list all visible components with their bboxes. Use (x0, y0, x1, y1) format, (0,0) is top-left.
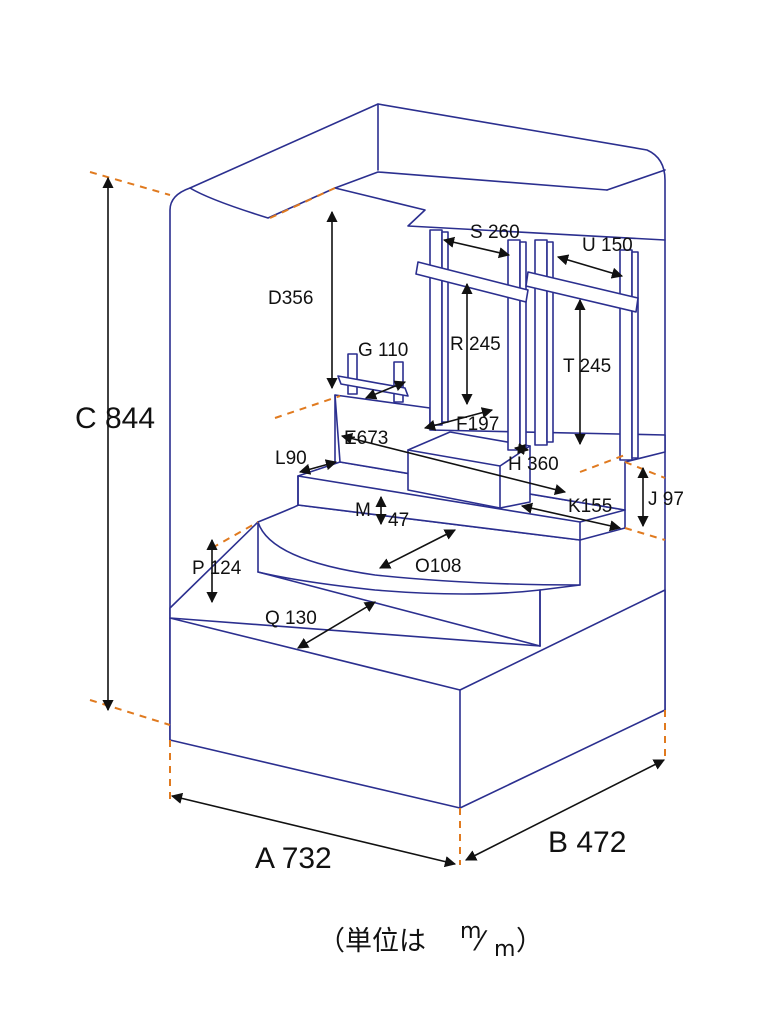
label-e: E673 (344, 428, 388, 449)
label-o: O108 (415, 556, 461, 577)
left-pillar-set (415, 229, 529, 451)
extension-lines (89, 171, 666, 865)
label-q: Q 130 (265, 608, 317, 629)
label-b: B 472 (548, 826, 626, 859)
label-a: A 732 (255, 842, 332, 875)
label-m-value: 47 (388, 510, 409, 531)
label-g: G 110 (358, 340, 408, 361)
dimension-arrows (102, 176, 665, 868)
right-pillar-set (525, 239, 639, 461)
cabinet-shell (169, 103, 666, 741)
label-l: L90 (275, 448, 307, 469)
label-j: J 97 (648, 489, 684, 510)
label-s: S 260 (470, 222, 520, 243)
unit-note-numerator: m (460, 919, 481, 944)
bottom-step (169, 504, 581, 647)
unit-note: （単位は m ⁄ m ） (318, 919, 543, 962)
dimension-labels: C 844 A 732 B 472 D356 G 110 S 260 U 150… (75, 222, 684, 875)
label-m: M (355, 500, 371, 521)
label-p: P 124 (192, 558, 242, 579)
label-r: R 245 (450, 334, 501, 355)
unit-note-prefix: （単位は (318, 926, 426, 957)
label-k: K155 (568, 496, 612, 517)
label-d: D356 (268, 288, 313, 309)
label-t: T 245 (563, 356, 611, 377)
label-f: F197 (456, 414, 499, 435)
label-u: U 150 (582, 235, 633, 256)
label-c: C 844 (75, 402, 155, 435)
label-h: H 360 (508, 454, 559, 475)
unit-note-suffix: ） (516, 926, 543, 957)
unit-note-denominator: m (494, 937, 515, 962)
